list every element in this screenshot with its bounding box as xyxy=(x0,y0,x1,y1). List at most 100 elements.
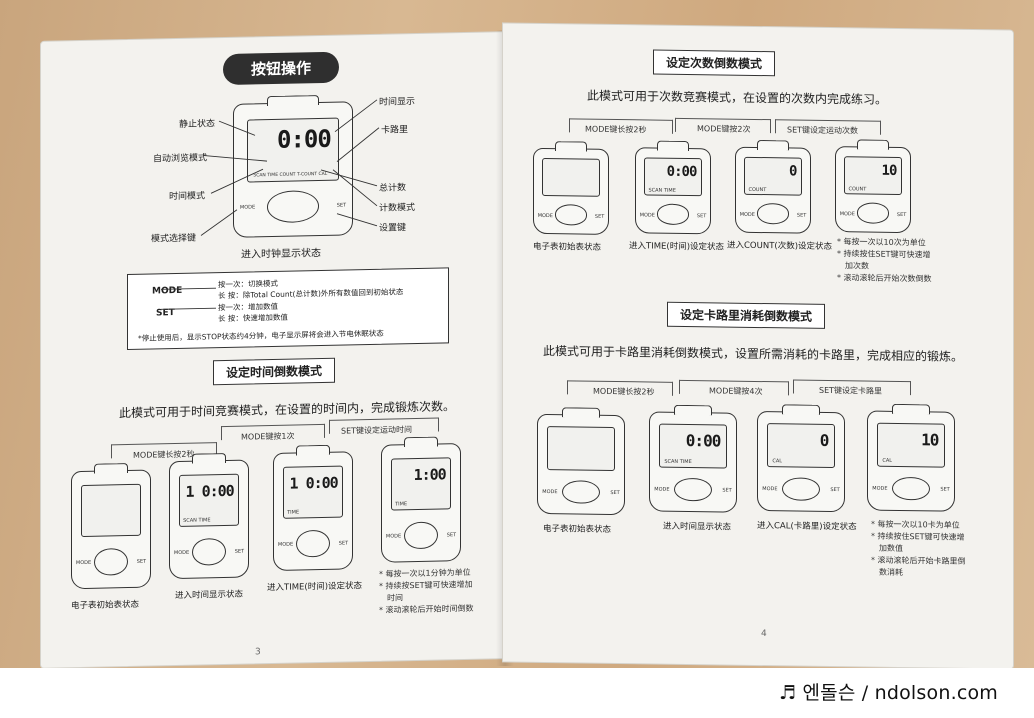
device-set-label: SET xyxy=(234,548,245,555)
device-caption: 电子表初始表状态 xyxy=(71,599,140,612)
device-screen xyxy=(547,425,615,471)
note-line: * 滚动滚轮后开始时间倒数 xyxy=(379,603,474,615)
callout-time-display: 时间显示 xyxy=(379,97,416,108)
device-time-display: 1 0:00 SCAN TIME MODE SET xyxy=(169,452,249,580)
device-time-display: 0:00 SCAN TIME MODE SET xyxy=(649,404,737,513)
device-wheel-oval xyxy=(756,203,790,225)
button-legend-box: MODE 按一次：切换模式 长 按：除Total Count(总计数)外所有数值… xyxy=(127,267,449,351)
device-screen xyxy=(542,158,600,197)
lcd-labels: SCAN TIME xyxy=(183,517,211,524)
device-digits: 0 xyxy=(788,163,797,180)
device-digits: 0:00 xyxy=(277,124,331,154)
device-screen: 0:00 SCAN TIME xyxy=(659,423,727,469)
section-heading-count-countdown: 设定次数倒数模式 xyxy=(653,49,776,77)
device-wheel-oval xyxy=(554,204,588,226)
open-manual-booklet: 按钮操作 静止状态 自动浏览模式 时间模式 模式选择键 时间显示 卡路里 总计数… xyxy=(40,22,1020,670)
lcd-labels: SCAN TIME xyxy=(648,187,676,194)
device-digits: 1 0:00 xyxy=(185,481,234,501)
step-label: SET键设定运动次数 xyxy=(787,125,859,136)
device-top-tab xyxy=(403,436,439,448)
device-set-label: SET xyxy=(722,487,732,495)
device-calorie-set-value: 10 CAL MODE SET xyxy=(867,403,955,512)
device-wheel-oval xyxy=(674,477,712,502)
device-top-tab xyxy=(93,463,129,474)
device-digits: 0 xyxy=(819,430,829,450)
step-label: MODE键按1次 xyxy=(241,431,295,442)
device-screen: 1:00 TIME xyxy=(390,457,452,511)
step-label: MODE键长按2秒 xyxy=(585,124,647,135)
device-screen: 0 COUNT xyxy=(744,157,802,196)
page-title: 按钮操作 xyxy=(223,51,340,86)
device-wheel-oval xyxy=(562,479,600,504)
photo-footer-band xyxy=(0,668,1034,718)
device-digits: 10 xyxy=(881,162,897,180)
main-device-diagram: 0:00 SCAN TIME COUNT T-COUNT CAL MODE SE… xyxy=(233,95,353,238)
watermark-text: ♬ 엔돌슨 / ndolson.com xyxy=(779,682,998,704)
section-intro-calorie-countdown: 此模式可用于卡路里消耗倒数模式，设置所需消耗的卡路里，完成相应的锻炼。 xyxy=(543,343,964,364)
device-top-tab xyxy=(856,139,890,150)
device-count-set-value: 10 COUNT MODE SET xyxy=(835,139,911,234)
device-caption: 进入COUNT(次数)设定状态 xyxy=(727,240,833,253)
device-digits: 1:00 xyxy=(413,465,446,484)
device-set-label: SET xyxy=(610,490,620,497)
device-initial-state: MODE SET xyxy=(537,407,625,516)
device-wheel-oval xyxy=(403,521,439,550)
device-digits: 10 xyxy=(921,429,939,450)
lcd-labels: TIME xyxy=(395,501,408,508)
section-heading-calorie-countdown: 设定卡路里消耗倒数模式 xyxy=(667,301,826,329)
time-countdown-notes: * 每按一次以1分钟为单位 * 持续按SET键可快速增加 时间 * 滚动滚轮后开… xyxy=(379,567,474,617)
device-wheel-oval xyxy=(782,477,820,502)
lcd-labels: COUNT xyxy=(748,186,767,193)
step-label: MODE键长按2秒 xyxy=(133,449,195,460)
device-mode-label: MODE xyxy=(173,549,190,557)
device-mode-label: MODE xyxy=(239,204,256,212)
device-set-label: SET xyxy=(338,540,349,547)
device-top-tab xyxy=(562,407,600,418)
device-time-set-value: 1:00 TIME MODE SET xyxy=(381,436,461,563)
legend-mode-key: MODE xyxy=(152,285,183,297)
note-line: * 滚动滚轮后开始次数倒数 xyxy=(837,273,932,284)
count-countdown-notes: * 每按一次以10次为单位 * 持续按住SET键可快速增 加次数 * 滚动滚轮后… xyxy=(837,236,932,285)
device-mode-label: MODE xyxy=(385,533,402,540)
lcd-labels: SCAN TIME xyxy=(664,458,692,466)
device-mode-label: MODE xyxy=(639,212,655,219)
device-caption: 电子表初始表状态 xyxy=(543,523,612,535)
device-mode-label: MODE xyxy=(277,541,294,549)
device-time-display: 0:00 SCAN TIME MODE SET xyxy=(635,140,711,235)
device-mode-label: MODE xyxy=(542,489,558,496)
legend-footnote: *停止使用后，显示STOP状态约4分钟，电子显示屏将会进入节电休眠状态 xyxy=(138,328,384,343)
step-label: MODE键按4次 xyxy=(709,386,763,397)
device-caption: 电子表初始表状态 xyxy=(533,241,602,253)
device-caption: 进入时间显示状态 xyxy=(663,521,732,533)
step-label: SET键设定卡路里 xyxy=(819,385,883,396)
device-mode-label: MODE xyxy=(739,211,755,218)
device-screen: 0 CAL xyxy=(767,422,835,468)
device-set-label: SET xyxy=(446,532,457,539)
device-wheel-oval xyxy=(892,476,930,501)
device-set-label: SET xyxy=(830,487,840,494)
device-digits: 0:00 xyxy=(685,430,721,451)
device-set-label: SET xyxy=(940,487,950,494)
device-top-tab xyxy=(554,141,588,152)
note-line: * 持续按SET键可快速增加 xyxy=(379,579,473,591)
device-screen: 0:00 SCAN TIME COUNT T-COUNT CAL xyxy=(246,117,339,183)
calorie-countdown-notes: * 每按一次以10卡为单位 * 持续按住SET键可快速增 加数值 * 滚动滚轮后… xyxy=(871,519,966,580)
step-label: SET键设定运动时间 xyxy=(341,425,413,436)
legend-set-key: SET xyxy=(156,308,175,319)
device-mode-label: MODE xyxy=(839,210,855,218)
device-top-tab xyxy=(295,444,331,456)
device-time-setting: 1 0:00 TIME MODE SET xyxy=(273,444,353,571)
lcd-labels: COUNT xyxy=(848,185,867,193)
main-device-caption: 进入时钟显示状态 xyxy=(241,247,321,261)
device-set-label: SET xyxy=(796,212,807,219)
callout-calorie: 卡路里 xyxy=(381,125,409,136)
device-caption: 进入TIME(时间)设定状态 xyxy=(629,241,725,253)
callout-auto-browse: 自动浏览模式 xyxy=(153,153,208,165)
device-mode-label: MODE xyxy=(654,487,670,494)
device-top-tab xyxy=(267,95,319,107)
device-digits: 1 0:00 xyxy=(289,473,338,493)
callout-set-key: 设置键 xyxy=(379,223,407,234)
device-caption: 进入时间显示状态 xyxy=(175,589,244,602)
page-number: 4 xyxy=(761,629,767,640)
step-label: MODE键按2次 xyxy=(697,124,751,134)
